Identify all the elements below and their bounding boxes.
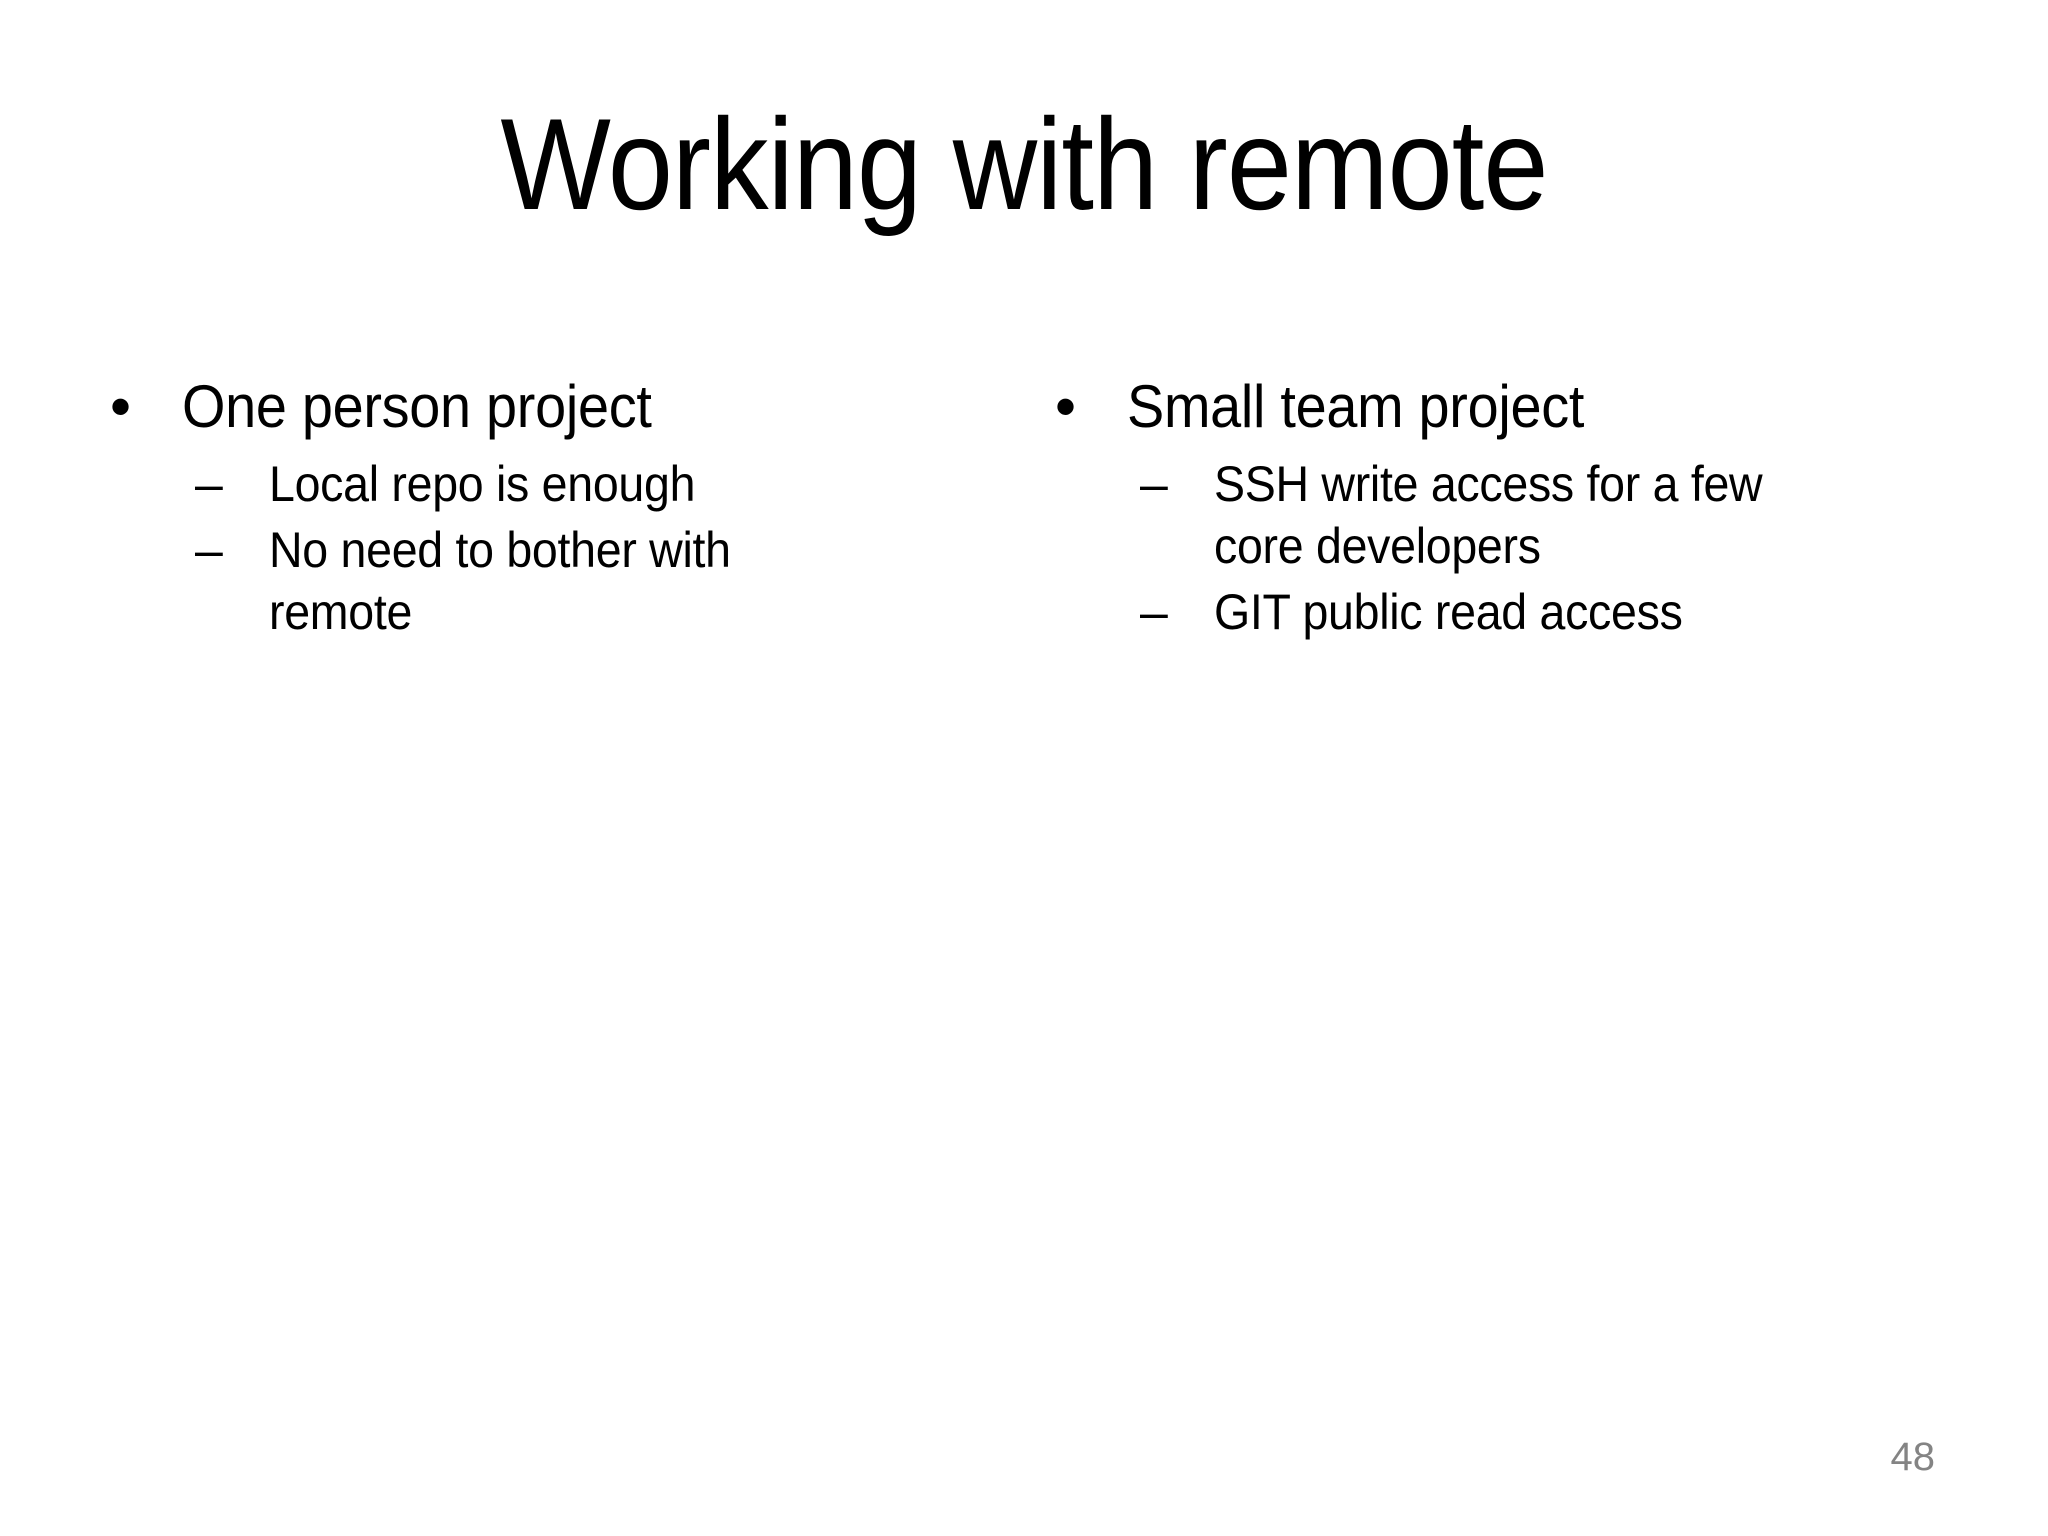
sub-bullet-ssh-write-access: – SSH write access for a few core develo… [1140,453,1925,577]
sub-bullet-no-need-to-bother-with-remote: – No need to bother with remote [195,519,980,643]
sub-bullet-list-right: – SSH write access for a few core develo… [1055,453,1925,643]
bullet-label: One person project [182,373,652,440]
sub-bullet-label: SSH write access for a few core develope… [1214,455,1763,574]
bullet-small-team-project: • Small team project [1055,372,1925,443]
bullet-dash-icon: – [195,521,223,578]
bullet-one-person-project: • One person project [110,372,980,443]
bullet-dash-icon: – [195,455,223,512]
sub-bullet-git-public-read-access: – GIT public read access [1140,581,1925,643]
sub-bullet-label: GIT public read access [1214,583,1683,640]
slide-page-number: 48 [1890,1435,1936,1479]
sub-bullet-list-left: – Local repo is enough – No need to both… [110,453,980,643]
bullet-label: Small team project [1127,373,1585,440]
bullet-dash-icon: – [1140,455,1168,512]
sub-bullet-label: No need to bother with remote [269,521,731,640]
bullet-dot-icon: • [1055,373,1076,440]
bullet-dash-icon: – [1140,583,1168,640]
sub-bullet-local-repo-is-enough: – Local repo is enough [195,453,980,515]
sub-bullet-label: Local repo is enough [269,455,696,512]
content-column-right: • Small team project – SSH write access … [1055,372,1925,647]
content-column-left: • One person project – Local repo is eno… [110,372,980,647]
page-title: Working with remote [500,91,1548,237]
bullet-dot-icon: • [110,373,131,440]
